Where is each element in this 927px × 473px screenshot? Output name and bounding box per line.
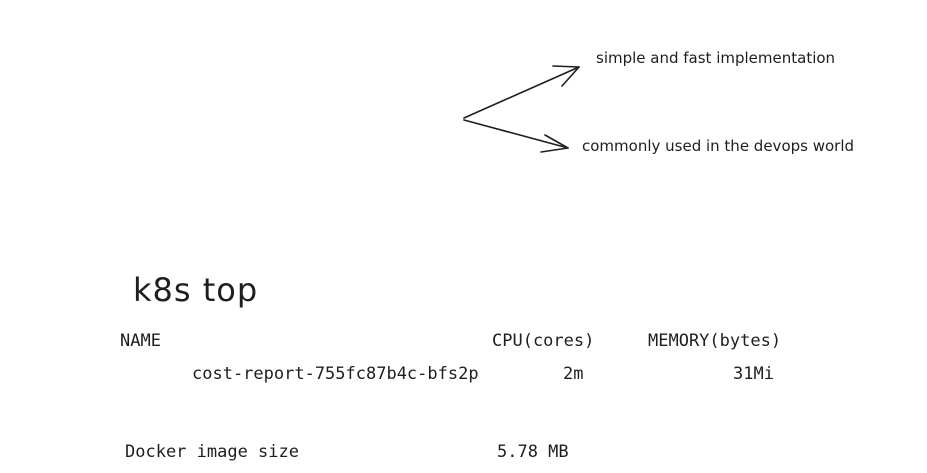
docker-image-size-value: 5.78 MB xyxy=(497,442,569,462)
annotation-simple-fast: simple and fast implementation xyxy=(596,49,836,67)
column-name-header: NAME xyxy=(120,331,161,351)
column-cpu-header: CPU(cores) xyxy=(492,331,595,351)
annotation-devops: commonly used in the devops world xyxy=(582,137,855,155)
pod-name: cost-report-755fc87b4c-bfs2p xyxy=(192,364,479,384)
arrow-to-devops xyxy=(463,119,569,149)
pod-memory: 31Mi xyxy=(733,364,774,384)
arrow-to-simple xyxy=(463,66,580,119)
pod-cpu: 2m xyxy=(563,364,584,384)
arrowhead-simple xyxy=(552,65,580,87)
arrowhead-devops xyxy=(540,134,569,153)
docker-image-size-label: Docker image size xyxy=(125,442,299,462)
k8s-top-heading: k8s top xyxy=(133,271,259,309)
column-memory-header: MEMORY(bytes) xyxy=(648,331,782,351)
